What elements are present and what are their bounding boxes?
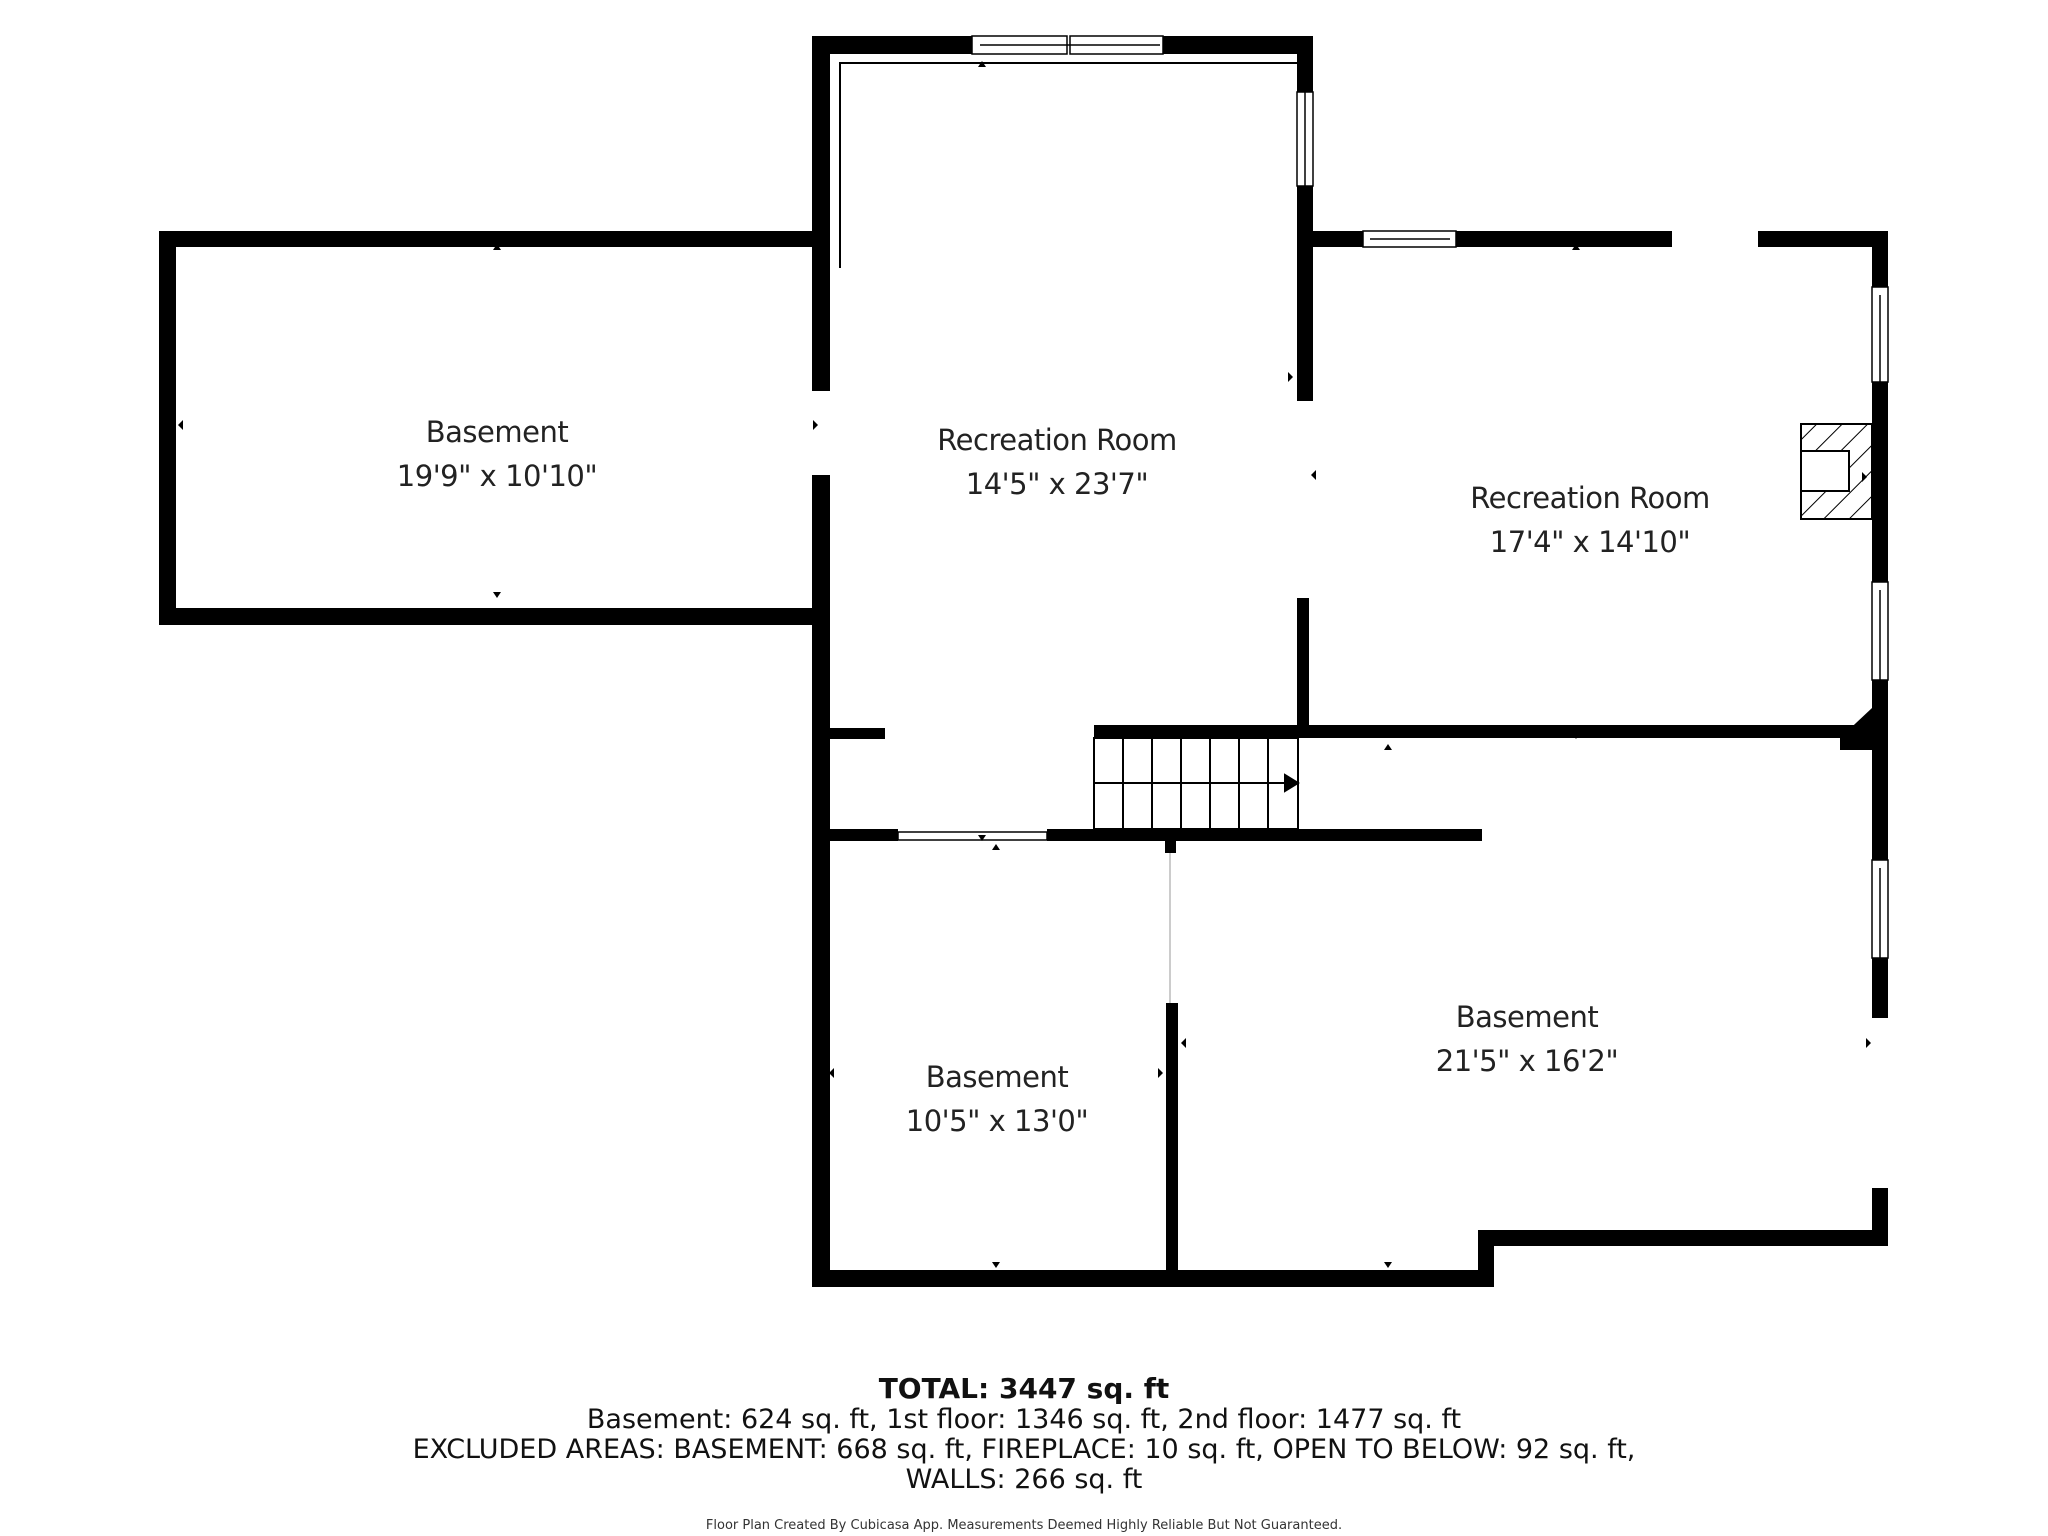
credit-note: Floor Plan Created By Cubicasa App. Meas…	[705, 1518, 1343, 1533]
room-basement-3: Basement 21'5" x 16'2"	[1435, 995, 1619, 1083]
room-dims: 21'5" x 16'2"	[1435, 1044, 1619, 1078]
room-recreation-2: Recreation Room 17'4" x 14'10"	[1470, 476, 1710, 564]
floor-areas: Basement: 624 sq. ft, 1st floor: 1346 sq…	[586, 1404, 1462, 1435]
total-area: TOTAL: 3447 sq. ft	[878, 1372, 1170, 1405]
stairs-icon	[1093, 737, 1300, 830]
room-dims: 19'9" x 10'10"	[396, 459, 598, 493]
fireplace-icon	[1800, 423, 1873, 520]
room-recreation-1: Recreation Room 14'5" x 23'7"	[937, 418, 1177, 506]
room-name: Recreation Room	[937, 423, 1177, 457]
room-name: Basement	[425, 415, 569, 449]
room-dims: 17'4" x 14'10"	[1489, 525, 1691, 559]
room-basement-1: Basement 19'9" x 10'10"	[396, 410, 598, 498]
room-name: Basement	[1455, 1000, 1599, 1034]
walls-area: WALLS: 266 sq. ft	[905, 1464, 1143, 1495]
room-name: Recreation Room	[1470, 481, 1710, 515]
room-dims: 14'5" x 23'7"	[965, 467, 1149, 501]
room-name: Basement	[925, 1060, 1069, 1094]
dimension-markers	[178, 61, 1871, 1268]
excluded-areas: EXCLUDED AREAS: BASEMENT: 668 sq. ft, FI…	[412, 1434, 1636, 1465]
windows	[897, 35, 1889, 959]
room-basement-2: Basement 10'5" x 13'0"	[905, 1055, 1089, 1143]
walls	[159, 36, 1888, 1287]
room-dims: 10'5" x 13'0"	[905, 1104, 1089, 1138]
